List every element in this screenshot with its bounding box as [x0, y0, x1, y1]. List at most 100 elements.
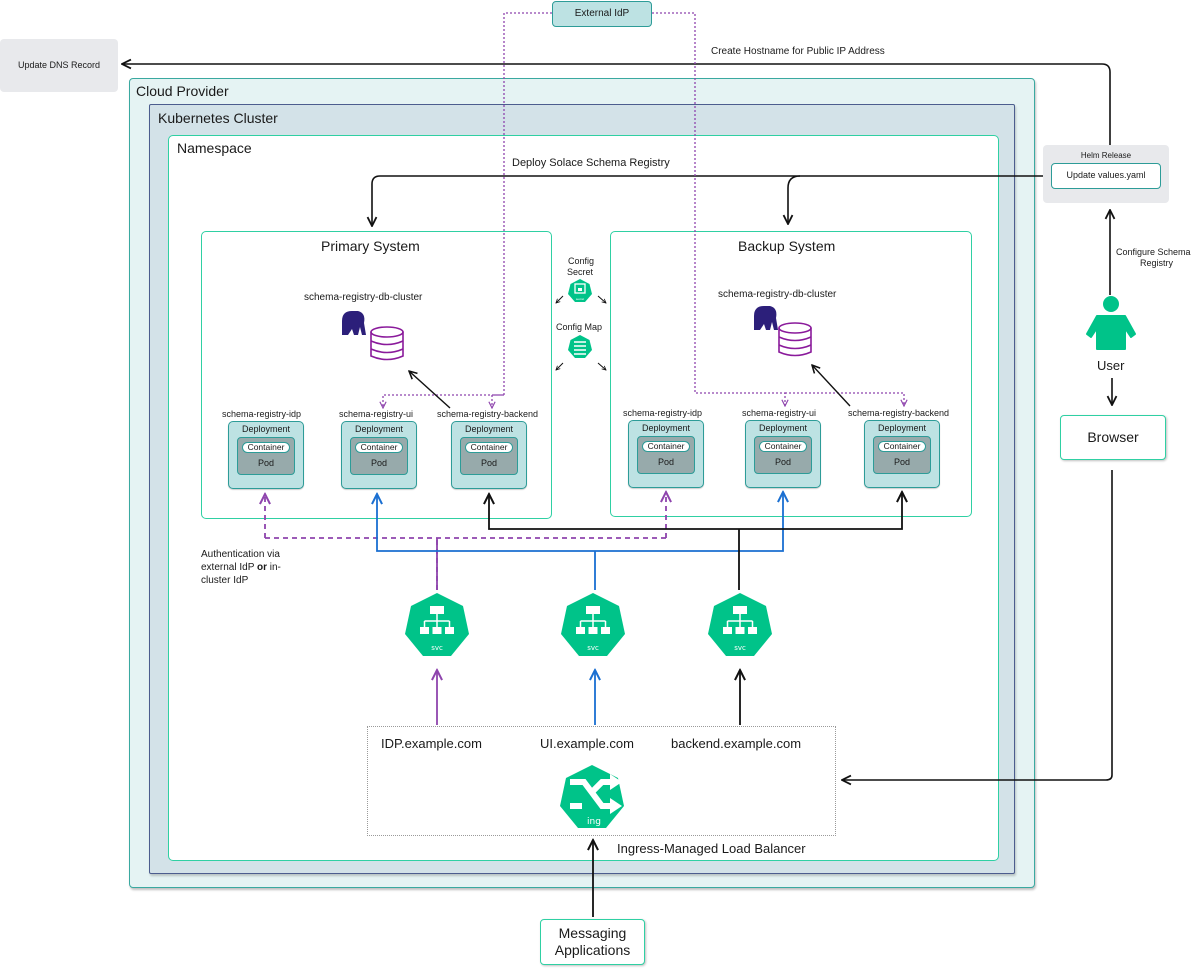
external-idp-backup-connector	[652, 12, 785, 406]
external-idp-box[interactable]: External IdP	[552, 1, 652, 27]
backend-db-primary	[409, 371, 451, 409]
deploy-label: Deploy Solace Schema Registry	[512, 157, 670, 169]
helm-release-title: Helm Release	[1080, 151, 1132, 160]
backend-db-backup	[812, 365, 851, 407]
auth-note-text: external IdP	[201, 562, 257, 573]
deployment-label: Deployment	[641, 423, 691, 433]
container-badge: Container	[242, 442, 290, 453]
deployment-name-backend: schema-registry-backend	[848, 408, 950, 418]
pod-label: Pod	[774, 457, 791, 467]
primary-system-title: Primary System	[321, 238, 420, 254]
deployment-idp[interactable]: Deployment Container Pod	[228, 421, 304, 489]
ingress-load-balancer-box	[367, 726, 836, 836]
browser-box[interactable]: Browser	[1060, 415, 1166, 460]
pod: Container Pod	[237, 437, 295, 475]
configure-schema-label-1: Configure Schema	[1116, 247, 1191, 257]
deployment-label: Deployment	[354, 424, 404, 434]
config-secret-label-2: Secret	[567, 267, 594, 277]
service-icon-idp: svc	[405, 593, 469, 656]
deployment-name-idp: schema-registry-idp	[222, 409, 302, 419]
messaging-applications-box[interactable]: Messaging Applications	[540, 919, 645, 965]
update-values-yaml-box[interactable]: Update values.yaml	[1051, 163, 1161, 189]
update-dns-record-box[interactable]: Update DNS Record	[0, 39, 118, 92]
container-badge: Container	[878, 441, 926, 452]
backend-service-route	[489, 492, 902, 530]
auth-note-line: cluster IdP	[201, 575, 249, 586]
namespace-label: Namespace	[177, 140, 252, 156]
deployment-idp[interactable]: Deployment Container Pod	[628, 420, 704, 488]
ingress-label: Ingress-Managed Load Balancer	[617, 841, 806, 856]
svg-text:svc: svc	[587, 644, 599, 652]
messaging-apps-line: Applications	[554, 942, 631, 958]
svg-text:svc: svc	[431, 644, 443, 652]
idp-service-route	[265, 537, 666, 590]
config-secret-label-1: Config	[568, 256, 595, 266]
postgres-elephant-icon	[754, 306, 778, 330]
deploy-connector-backup	[788, 175, 801, 224]
auth-note-bold: or	[256, 562, 267, 573]
auth-note-line: external IdP or in-	[201, 561, 281, 574]
authentication-note: Authentication via external IdP or in- c…	[201, 548, 281, 587]
host-ui: UI.example.com	[540, 736, 634, 751]
db-cluster-label: schema-registry-db-cluster	[718, 289, 837, 300]
config-map-icon	[568, 335, 592, 358]
external-idp-primary-backend	[492, 394, 504, 408]
pod-label: Pod	[370, 458, 387, 468]
deployment-ui[interactable]: Deployment Container Pod	[745, 420, 821, 488]
messaging-apps-line: Messaging	[558, 925, 627, 941]
auth-note-text: in-	[266, 562, 281, 573]
pod-label: Pod	[893, 457, 910, 467]
browser-ingress-connector	[842, 470, 1113, 780]
deployment-label: Deployment	[758, 423, 808, 433]
cloud-provider-label: Cloud Provider	[136, 83, 229, 99]
external-idp-primary-connector	[383, 12, 552, 408]
database-icon	[370, 326, 404, 361]
backup-system-title: Backup System	[738, 238, 836, 254]
svg-text:svc: svc	[734, 644, 746, 652]
deploy-connector-primary	[372, 175, 1043, 226]
update-dns-record-label: Update DNS Record	[17, 60, 101, 70]
service-icon-ui: svc	[561, 593, 625, 656]
deployment-name-ui: schema-registry-ui	[339, 409, 414, 419]
host-backend: backend.example.com	[671, 736, 802, 751]
auth-note-line: Authentication via	[201, 549, 280, 560]
container-badge: Container	[642, 441, 690, 452]
config-secret-icon: secret	[568, 279, 592, 302]
ingress-icon: ing	[560, 765, 624, 828]
deployment-backend[interactable]: Deployment Container Pod	[864, 420, 940, 488]
config-arrow	[597, 362, 606, 370]
container-badge: Container	[465, 442, 513, 453]
deployment-backend[interactable]: Deployment Container Pod	[451, 421, 527, 489]
config-arrow	[597, 295, 606, 303]
db-cluster-label: schema-registry-db-cluster	[304, 292, 423, 303]
pod: Container Pod	[637, 436, 695, 474]
pod: Container Pod	[350, 437, 408, 475]
host-idp: IDP.example.com	[381, 736, 482, 751]
configure-schema-label-2: Registry	[1140, 258, 1174, 268]
deployment-name-idp: schema-registry-idp	[623, 408, 703, 418]
pod: Container Pod	[873, 436, 931, 474]
deployment-ui[interactable]: Deployment Container Pod	[341, 421, 417, 489]
pod-label: Pod	[480, 458, 497, 468]
pod-label: Pod	[657, 457, 674, 467]
deployment-label: Deployment	[464, 424, 514, 434]
container-badge: Container	[355, 442, 403, 453]
postgres-elephant-icon	[342, 311, 366, 335]
config-arrow	[556, 362, 564, 370]
svg-text:secret: secret	[576, 297, 584, 301]
svg-text:ing: ing	[587, 817, 601, 827]
deployment-name-ui: schema-registry-ui	[742, 408, 817, 418]
deployment-name-backend: schema-registry-backend	[437, 409, 539, 419]
kubernetes-cluster-label: Kubernetes Cluster	[158, 110, 278, 126]
config-arrow	[556, 295, 564, 303]
user-label: User	[1097, 358, 1125, 373]
database-icon	[778, 322, 812, 357]
container-badge: Container	[759, 441, 807, 452]
user-icon	[1086, 296, 1136, 350]
pod: Container Pod	[460, 437, 518, 475]
pod-label: Pod	[257, 458, 274, 468]
deployment-label: Deployment	[241, 424, 291, 434]
service-icon-backend: svc	[708, 593, 772, 656]
deployment-label: Deployment	[877, 423, 927, 433]
